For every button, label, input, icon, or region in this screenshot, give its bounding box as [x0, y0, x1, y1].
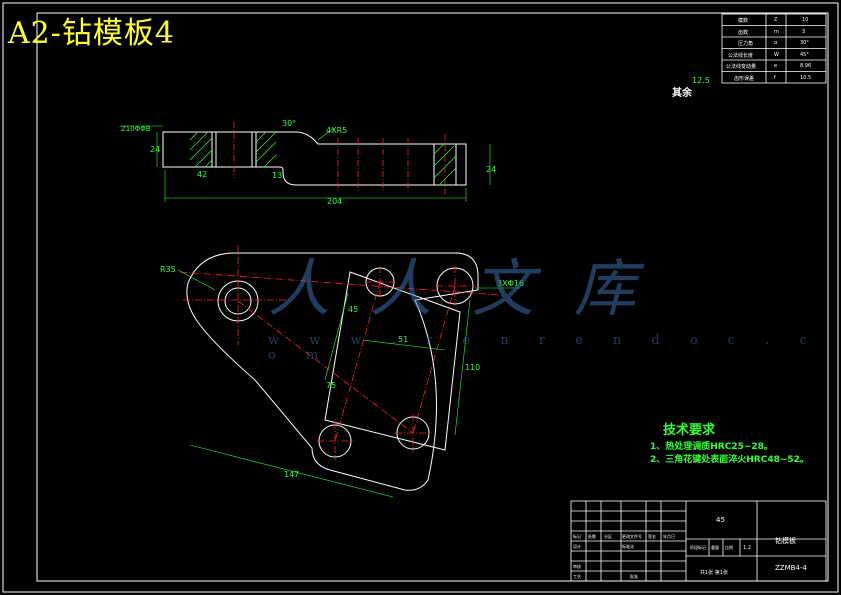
dim-75: 75: [326, 381, 336, 390]
tb-label: 签名: [648, 534, 656, 539]
plan-centerlines: [179, 245, 501, 460]
tb-label: 批准: [630, 574, 638, 579]
part-name: 钻模板: [775, 537, 796, 545]
param-val: 45°: [800, 51, 809, 58]
param-sym: e: [774, 63, 778, 69]
param-val: 3: [802, 28, 806, 35]
param-val: 30°: [800, 40, 809, 46]
roughness-value: 12.5: [692, 76, 710, 85]
tech-requirement-2: 2、三角花键处表面淬火HRC48~52。: [650, 455, 809, 465]
tb-label: 阶段标记: [690, 545, 706, 550]
drawing-number: ZZMB4-4: [775, 564, 807, 572]
tech-requirements-heading: 技术要求: [663, 423, 716, 438]
material-label: 45: [716, 516, 725, 524]
tech-requirement-1: 1、热处理调质HRC25~28。: [650, 442, 773, 452]
tb-label: 更改文件号: [622, 534, 642, 539]
param-val: 10.5: [800, 74, 812, 81]
side-view: [162, 131, 467, 186]
dim-110: 110: [465, 363, 480, 372]
watermark-url: w w w . r e n r e n d o c . c o m: [268, 333, 820, 363]
scale-value: 1:2: [743, 545, 752, 551]
dim-147: 147: [284, 470, 299, 479]
tb-label: 年月日: [663, 534, 675, 539]
side-dims: [120, 125, 491, 202]
title-block: [570, 500, 827, 582]
dim-51: 51: [398, 335, 408, 344]
param-name: 齿数: [738, 29, 749, 36]
param-name: 公法线长度: [728, 52, 754, 59]
param-name: 齿形误差: [734, 75, 755, 82]
tb-label: 工艺: [573, 574, 581, 579]
param-sym: Z: [774, 17, 778, 23]
dim-total-length: 204: [327, 197, 342, 206]
datum-label: Z10ΦΦB: [121, 125, 151, 133]
drawing-title: A2-钻模板4: [8, 16, 175, 51]
side-hatch: [189, 131, 457, 185]
side-centerlines: [233, 122, 446, 195]
param-name: 模数: [738, 18, 749, 24]
dim-angle: 30°: [282, 119, 296, 128]
sheet-info: 共1张 第1张: [700, 570, 728, 576]
param-sym: α: [774, 40, 778, 46]
plan-dims: [177, 269, 520, 498]
tb-label: 标记: [573, 534, 581, 539]
tb-label: 设计: [573, 544, 581, 549]
dim-holes: 4XR5: [326, 126, 347, 135]
dim-45: 45: [348, 305, 358, 314]
tb-label: 审核: [573, 564, 581, 569]
tb-label: 重量: [711, 545, 719, 550]
roughness-label: 其余: [672, 88, 692, 99]
dim-13: 13: [272, 171, 282, 180]
dim-bolt-holes: 3XΦ16: [497, 279, 524, 288]
param-val: 8.96: [800, 63, 812, 69]
params-table: [721, 13, 827, 84]
dim-thickness-right: 24: [486, 165, 496, 174]
param-val: 10: [802, 17, 809, 23]
tb-label: 标准化: [622, 544, 634, 549]
tb-label: 分区: [604, 534, 612, 539]
watermark-text: 人人文库: [268, 252, 677, 325]
param-sym: W: [774, 51, 779, 58]
dim-thickness: 24: [150, 145, 160, 154]
param-name: 压力角: [738, 41, 754, 47]
tb-label: 比例: [725, 545, 733, 550]
param-sym: m: [774, 28, 779, 35]
tb-label: 处数: [588, 534, 596, 539]
inner-frame: [36, 12, 829, 582]
param-name: 公法线变动量: [726, 64, 757, 70]
dim-radius: R35: [160, 265, 176, 274]
param-sym: f: [774, 74, 776, 81]
dim-42: 42: [197, 170, 207, 179]
